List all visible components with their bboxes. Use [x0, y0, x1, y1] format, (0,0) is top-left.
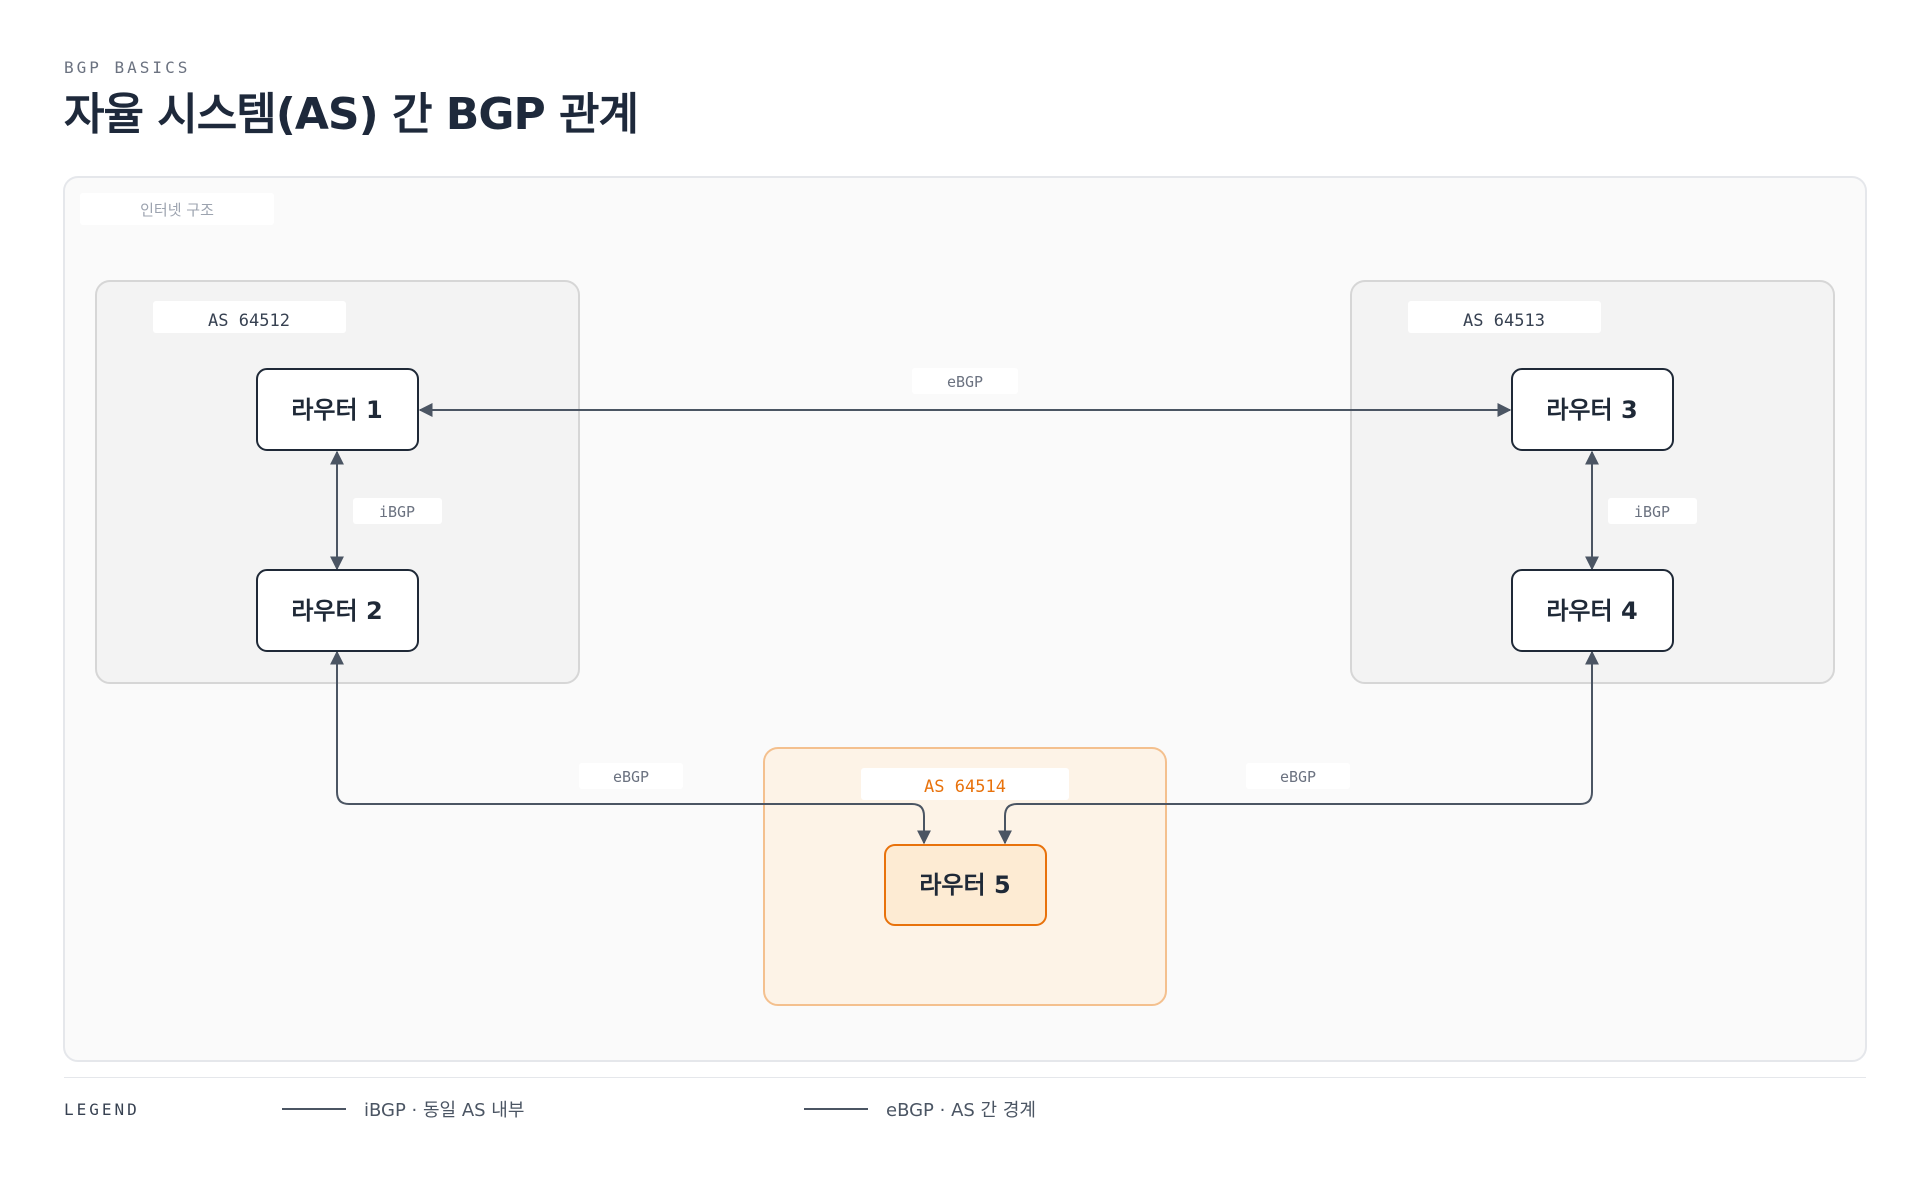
link-label-bg [353, 498, 442, 524]
link-label-r1-r3: eBGP [947, 373, 983, 391]
router-node-5[interactable]: 라우터 5 [884, 844, 1047, 926]
router-node-3[interactable]: 라우터 3 [1511, 368, 1674, 451]
as-label-64514: AS 64514 [924, 777, 1006, 797]
link-label-r2-r5: eBGP [613, 768, 649, 786]
link-r2-r5 [330, 650, 931, 845]
router-label: 라우터 4 [1546, 597, 1637, 625]
link-label-bg [1608, 498, 1697, 524]
router-node-1[interactable]: 라우터 1 [256, 368, 419, 451]
link-label-r1-r2: iBGP [379, 503, 415, 521]
link-label-bg [912, 368, 1018, 394]
legend-divider [64, 1077, 1866, 1078]
frame-label-bg [80, 193, 274, 225]
legend-label: iBGP · 동일 AS 내부 [364, 1100, 525, 1121]
router-label: 라우터 2 [291, 597, 382, 625]
page-title: 자율 시스템(AS) 간 BGP 관계 [64, 89, 639, 140]
page-eyebrow: BGP BASICS [64, 58, 191, 77]
link-label-bg [579, 763, 683, 789]
link-r4-r5 [998, 650, 1599, 845]
legend-item-ebgp: eBGP · AS 간 경계 [804, 1096, 1036, 1122]
legend-title: LEGEND [64, 1100, 140, 1119]
as-label-bg [153, 301, 346, 333]
legend-label: eBGP · AS 간 경계 [886, 1100, 1036, 1121]
as-label-64513: AS 64513 [1463, 311, 1545, 331]
legend-line-swatch [282, 1108, 346, 1110]
link-label-bg [1246, 763, 1350, 789]
router-label: 라우터 5 [919, 871, 1010, 899]
link-label-r3-r4: iBGP [1634, 503, 1670, 521]
router-node-2[interactable]: 라우터 2 [256, 569, 419, 652]
router-label: 라우터 1 [291, 396, 382, 424]
frame-label: 인터넷 구조 [140, 201, 214, 219]
link-label-r4-r5: eBGP [1280, 768, 1316, 786]
as-label-bg [1408, 301, 1601, 333]
legend-item-ibgp: iBGP · 동일 AS 내부 [282, 1096, 524, 1122]
router-node-4[interactable]: 라우터 4 [1511, 569, 1674, 652]
router-label: 라우터 3 [1546, 396, 1637, 424]
legend-line-swatch [804, 1108, 868, 1110]
as-label-64512: AS 64512 [208, 311, 290, 331]
